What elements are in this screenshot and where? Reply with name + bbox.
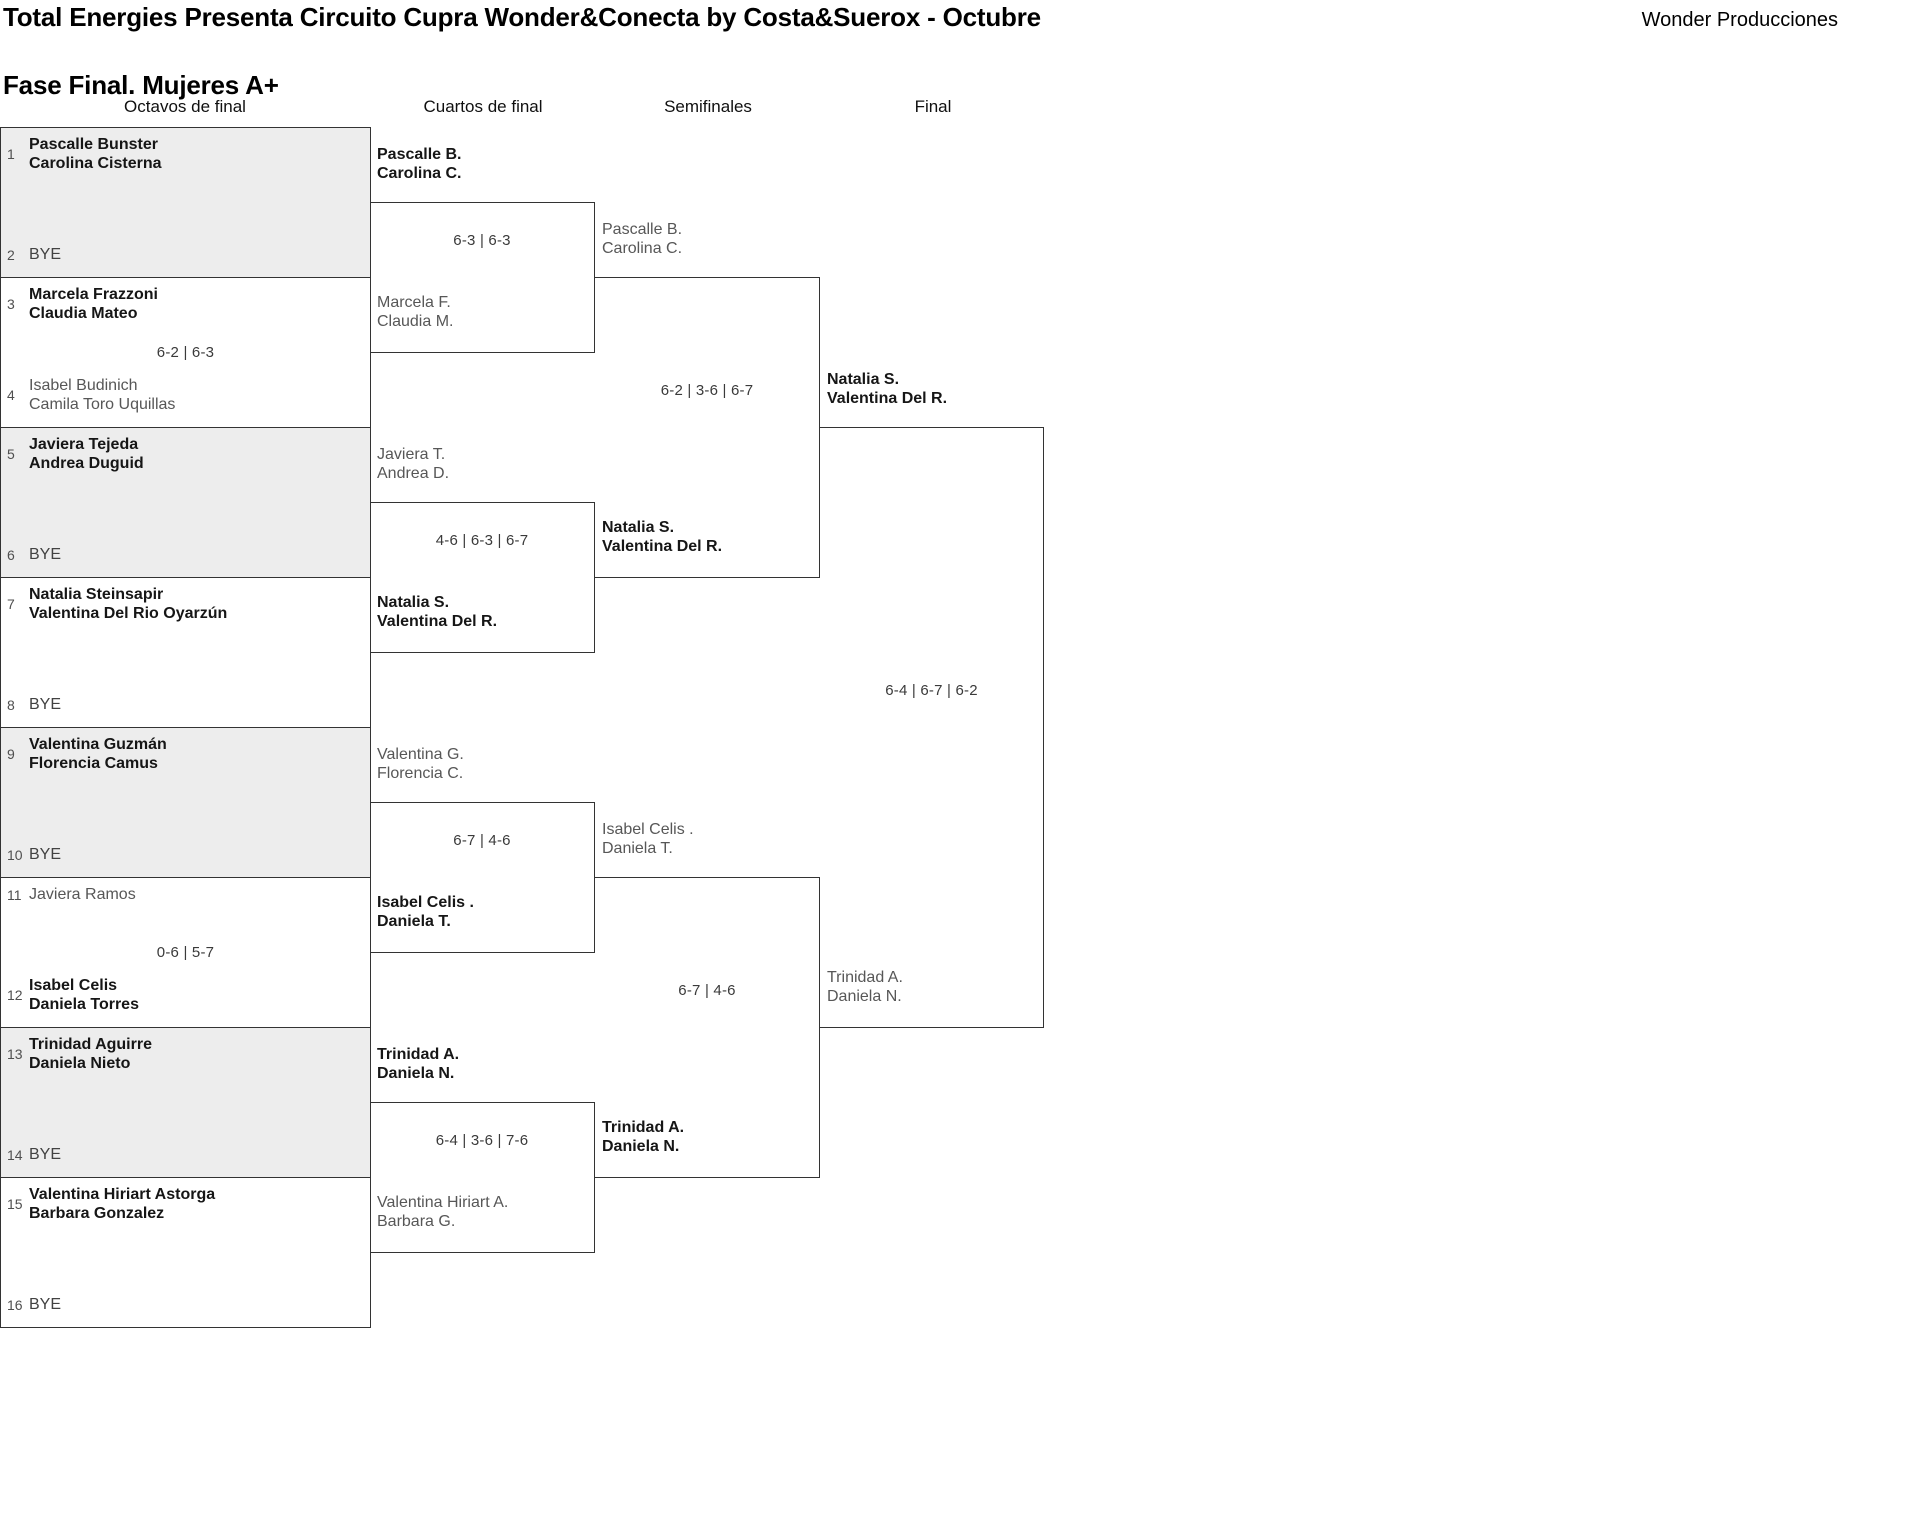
seed-number: 4 (7, 387, 15, 403)
match-box-qf-4: Trinidad A. Daniela N. 6-4 | 3-6 | 7-6 V… (370, 1046, 595, 1253)
team-names: Pascalle B. Carolina C. (377, 146, 462, 182)
seed-number: 14 (7, 1146, 23, 1163)
seed-number: 13 (7, 1046, 23, 1062)
team-names: Isabel Celis . Daniela T. (602, 821, 694, 857)
team-entry: 4 Isabel Budinich Camila Toro Uquillas (1, 376, 370, 414)
match-score: 6-3 | 6-3 (453, 231, 511, 249)
team-names: Pascalle B. Carolina C. (602, 221, 683, 257)
team-names: Javiera T. Andrea D. (377, 446, 450, 482)
seed-number: 8 (7, 696, 15, 713)
team-names: Marcela Frazzoni Claudia Mateo (29, 286, 158, 322)
team-names: Trinidad A. Daniela N. (827, 969, 903, 1005)
seed-number: 7 (7, 596, 15, 612)
match-score: 6-2 | 6-3 (156, 343, 215, 361)
page-title-line2: Fase Final. Mujeres A+ (3, 70, 279, 100)
match-score: 6-4 | 3-6 | 7-6 (435, 1131, 529, 1149)
team-entry: 2 BYE (1, 245, 370, 264)
match-box-r16-1: 1 Pascalle Bunster Carolina Cisterna 2 B… (0, 127, 371, 278)
team-names: Isabel Celis Daniela Torres (29, 977, 139, 1013)
team-names: Valentina Guzmán Florencia Camus (29, 736, 167, 772)
match-box-r16-6: 11 Javiera Ramos 0-6 | 5-7 12 Isabel Cel… (0, 877, 371, 1028)
team-names: BYE (29, 1296, 62, 1313)
round-header-octavos: Octavos de final (124, 97, 246, 116)
seed-number: 12 (7, 987, 23, 1003)
seed-number: 6 (7, 546, 15, 563)
team-names: Trinidad Aguirre Daniela Nieto (29, 1036, 152, 1072)
team-entry: 8 BYE (1, 695, 370, 714)
page-title-line1: Total Energies Presenta Circuito Cupra W… (3, 2, 1041, 32)
team-names: BYE (29, 1146, 62, 1163)
team-entry: 9 Valentina Guzmán Florencia Camus (1, 735, 370, 773)
seed-number: 11 (7, 886, 22, 903)
team-entry: 6 BYE (1, 545, 370, 564)
seed-number: 15 (7, 1196, 23, 1212)
match-box-r16-7: 13 Trinidad Aguirre Daniela Nieto 14 BYE (0, 1027, 371, 1178)
team-entry: 10 BYE (1, 845, 370, 864)
match-score: 6-7 | 4-6 (453, 831, 511, 849)
match-box-qf-2: Javiera T. Andrea D. 4-6 | 6-3 | 6-7 Nat… (370, 446, 595, 653)
match-box-qf-3: Valentina G. Florencia C. 6-7 | 4-6 Isab… (370, 746, 595, 953)
seed-number: 1 (7, 146, 15, 162)
team-names: Javiera Tejeda Andrea Duguid (29, 436, 144, 472)
match-box-sf-1: Pascalle B. Carolina C. 6-2 | 3-6 | 6-7 … (595, 221, 820, 578)
page-title: Total Energies Presenta Circuito Cupra W… (3, 0, 1041, 102)
team-names: Natalia S. Valentina Del R. (827, 371, 948, 407)
match-score: 6-7 | 4-6 (678, 981, 736, 999)
match-box-final: Natalia S. Valentina Del R. 6-4 | 6-7 | … (820, 371, 1044, 1028)
team-names: Javiera Ramos (29, 886, 136, 903)
team-entry: 11 Javiera Ramos (1, 885, 370, 904)
team-names: BYE (29, 696, 62, 713)
team-names: Trinidad A. Daniela N. (602, 1119, 685, 1155)
team-entry: 12 Isabel Celis Daniela Torres (1, 976, 370, 1014)
match-score: 6-2 | 3-6 | 6-7 (660, 381, 754, 399)
team-entry: 16 BYE (1, 1295, 370, 1314)
seed-number: 16 (7, 1296, 23, 1313)
match-box-r16-4: 7 Natalia Steinsapir Valentina Del Rio O… (0, 577, 371, 728)
match-box-r16-5: 9 Valentina Guzmán Florencia Camus 10 BY… (0, 727, 371, 878)
match-score: 4-6 | 6-3 | 6-7 (435, 531, 529, 549)
team-names: Valentina Hiriart Astorga Barbara Gonzal… (29, 1186, 216, 1222)
team-names: BYE (29, 846, 62, 863)
round-header-semifinales: Semifinales (664, 97, 752, 116)
team-entry: 1 Pascalle Bunster Carolina Cisterna (1, 135, 370, 173)
match-box-sf-2: Isabel Celis . Daniela T. 6-7 | 4-6 Trin… (595, 821, 820, 1178)
team-names: Isabel Celis . Daniela T. (377, 894, 474, 930)
seed-number: 10 (7, 846, 23, 863)
team-names: Valentina Hiriart A. Barbara G. (377, 1194, 509, 1230)
team-names: Natalia S. Valentina Del R. (377, 594, 498, 630)
seed-number: 9 (7, 746, 15, 762)
match-score: 0-6 | 5-7 (156, 943, 215, 961)
round-header-final: Final (914, 97, 952, 116)
match-score: 6-4 | 6-7 | 6-2 (885, 681, 978, 699)
team-names: Natalia S. Valentina Del R. (602, 519, 723, 555)
match-box-r16-8: 15 Valentina Hiriart Astorga Barbara Gon… (0, 1177, 371, 1328)
team-entry: 3 Marcela Frazzoni Claudia Mateo (1, 285, 370, 323)
team-entry: 5 Javiera Tejeda Andrea Duguid (1, 435, 370, 473)
match-box-r16-2: 3 Marcela Frazzoni Claudia Mateo 6-2 | 6… (0, 277, 371, 428)
team-names: BYE (29, 246, 62, 263)
team-entry: 15 Valentina Hiriart Astorga Barbara Gon… (1, 1185, 370, 1223)
team-names: BYE (29, 546, 62, 563)
team-names: Trinidad A. Daniela N. (377, 1046, 460, 1082)
round-header-cuartos: Cuartos de final (423, 97, 543, 116)
team-entry: 7 Natalia Steinsapir Valentina Del Rio O… (1, 585, 370, 623)
seed-number: 3 (7, 296, 15, 312)
team-names: Marcela F. Claudia M. (377, 294, 454, 330)
team-entry: 13 Trinidad Aguirre Daniela Nieto (1, 1035, 370, 1073)
match-box-r16-3: 5 Javiera Tejeda Andrea Duguid 6 BYE (0, 427, 371, 578)
seed-number: 5 (7, 446, 15, 462)
team-names: Pascalle Bunster Carolina Cisterna (29, 136, 162, 172)
team-names: Valentina G. Florencia C. (377, 746, 464, 782)
team-names: Natalia Steinsapir Valentina Del Rio Oya… (29, 586, 228, 622)
team-entry: 14 BYE (1, 1145, 370, 1164)
team-names: Isabel Budinich Camila Toro Uquillas (29, 377, 176, 413)
seed-number: 2 (7, 246, 15, 263)
organizer-label: Wonder Producciones (1641, 9, 1838, 31)
match-box-qf-1: Pascalle B. Carolina C. 6-3 | 6-3 Marcel… (370, 146, 595, 353)
